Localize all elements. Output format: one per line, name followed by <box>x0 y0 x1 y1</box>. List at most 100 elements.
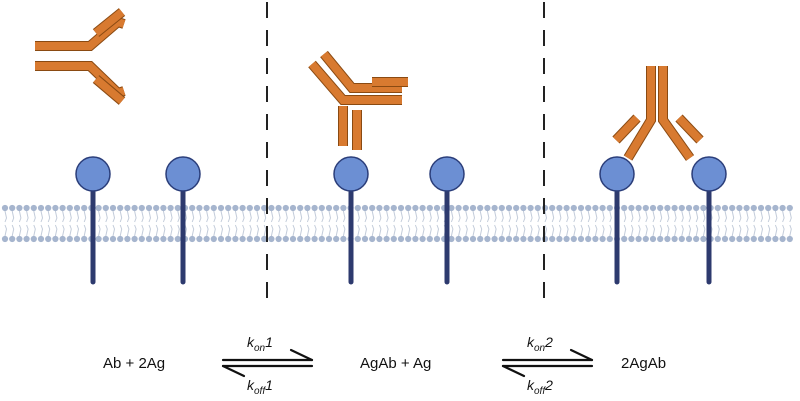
lipid-head <box>117 235 124 243</box>
lipid-head <box>109 235 117 243</box>
lipid-head <box>102 204 109 212</box>
lipid-head <box>433 204 441 212</box>
lipid-tail <box>587 210 591 237</box>
lipid-head <box>714 235 721 243</box>
lipid-head <box>397 235 405 243</box>
lipid-head <box>577 204 585 212</box>
lipid-head <box>160 235 167 243</box>
lipid-head <box>592 235 599 243</box>
lipid-head <box>102 235 109 243</box>
lipid-head <box>693 204 700 212</box>
lipid-tail <box>198 210 202 237</box>
lipid-head <box>145 235 153 243</box>
lipid-tail <box>609 210 612 237</box>
lipid-head <box>714 204 721 212</box>
lipid-tail <box>112 210 116 237</box>
lipid-head <box>376 204 383 212</box>
lipid-head <box>340 235 347 243</box>
lipid-head <box>635 204 642 212</box>
lipid-head <box>743 204 750 212</box>
lipid-head <box>131 235 138 243</box>
lipid-head <box>671 235 678 243</box>
lipid-head <box>9 235 16 243</box>
lipid-tail <box>688 210 692 237</box>
rate-koff1-sub: off <box>254 385 266 397</box>
lipid-tail <box>724 210 728 237</box>
lipid-head <box>311 204 318 212</box>
lipid-head <box>462 204 469 212</box>
lipid-head <box>585 204 592 212</box>
lipid-head <box>196 204 203 212</box>
lipid-head <box>549 204 556 212</box>
lipid-head <box>721 235 729 243</box>
lipid-head <box>685 235 693 243</box>
lipid-tail <box>386 210 389 237</box>
lipid-tail <box>83 210 87 237</box>
lipid-tail <box>378 210 382 237</box>
equilibrium-arrows <box>221 348 594 378</box>
lipid-head <box>642 235 649 243</box>
antibody-free-light-upper <box>93 8 125 37</box>
lipid-tail <box>357 210 360 237</box>
lipid-head <box>289 235 297 243</box>
lipid-head <box>160 204 167 212</box>
lipid-head <box>1 235 9 243</box>
lipid-head <box>700 204 707 212</box>
lipid-head <box>225 204 232 212</box>
lipid-head <box>498 235 505 243</box>
lipid-head <box>383 204 390 212</box>
lipid-tail <box>119 210 123 237</box>
lipid-head <box>448 235 455 243</box>
lipid-head <box>153 235 160 243</box>
lipid-tail <box>702 210 706 237</box>
lipid-head <box>246 204 253 212</box>
lipid-tail <box>537 210 540 237</box>
lipid-head <box>390 235 397 243</box>
lipid-head <box>599 204 606 212</box>
reverse-arrow-2-barb <box>501 364 526 378</box>
lipid-head <box>635 235 642 243</box>
antigen-head <box>75 156 111 192</box>
lipid-tail <box>162 210 166 237</box>
lipid-tail <box>659 210 663 237</box>
lipid-head <box>527 235 534 243</box>
lipid-head <box>549 235 556 243</box>
lipid-tail <box>645 210 648 237</box>
lipid-tail <box>328 210 332 237</box>
lipid-tail <box>551 210 555 237</box>
membrane-lipid-tails <box>4 210 792 237</box>
lipid-tail <box>760 210 764 237</box>
lipid-head <box>318 204 325 212</box>
lipid-head <box>95 204 102 212</box>
lipid-head <box>462 235 469 243</box>
lipid-tail <box>141 210 144 237</box>
lipid-tail <box>436 210 440 237</box>
lipid-head <box>765 204 772 212</box>
lipid-head <box>30 235 37 243</box>
lipid-head <box>513 235 520 243</box>
state-label-1: Ab + 2Ag <box>103 355 166 372</box>
lipid-tail <box>666 210 670 237</box>
lipid-head <box>491 204 498 212</box>
antibody-double-stem-right <box>659 66 694 161</box>
lipid-tail <box>342 210 346 237</box>
lipid-tail <box>11 210 15 237</box>
lipid-head <box>66 235 73 243</box>
lipid-head <box>268 235 275 243</box>
lipid-head <box>484 204 491 212</box>
rate-kon2-n: 2 <box>545 334 553 350</box>
lipid-tail <box>450 210 454 237</box>
lipid-tail <box>731 210 735 237</box>
lipid-head <box>304 235 311 243</box>
lipid-head <box>117 204 124 212</box>
lipid-head <box>448 204 455 212</box>
lipid-tail <box>630 210 634 237</box>
lipid-head <box>232 204 239 212</box>
lipid-tail <box>602 210 605 237</box>
lipid-head <box>23 204 30 212</box>
lipid-tail <box>789 210 792 237</box>
lipid-head <box>534 204 541 212</box>
lipid-head <box>678 235 685 243</box>
lipid-tail <box>4 210 8 237</box>
